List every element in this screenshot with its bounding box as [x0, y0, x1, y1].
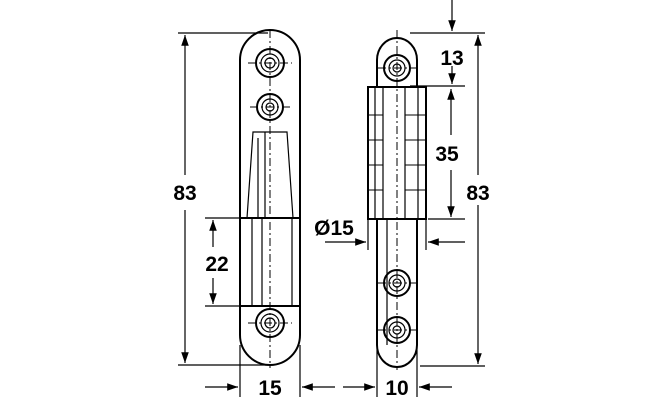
side-diameter-label: Ø15	[314, 217, 354, 240]
side-strap-outline	[376, 37, 418, 368]
front-barrel-label: 22	[205, 253, 228, 276]
side-view	[367, 30, 427, 370]
front-view	[239, 29, 301, 368]
side-barrel-label: 35	[435, 143, 459, 166]
front-barrel-dimension: 22	[205, 217, 240, 307]
side-width-label: 10	[385, 377, 408, 400]
side-top-offset-label: 13	[440, 47, 463, 70]
side-diameter-dimension: Ø15	[314, 217, 465, 250]
side-barrel-knurling	[368, 114, 426, 191]
side-top-offset-dimension: 13	[410, 0, 485, 87]
side-height-dimension: 83	[420, 35, 490, 367]
side-height-label: 83	[466, 182, 489, 205]
front-strap-outline	[239, 29, 301, 366]
front-height-dimension: 83	[173, 32, 268, 366]
front-height-label: 83	[173, 182, 196, 205]
side-barrel-dimension: 35	[428, 89, 465, 220]
front-width-dimension: 15	[205, 345, 335, 400]
side-width-dimension: 10	[343, 350, 452, 400]
front-width-label: 15	[258, 377, 282, 400]
